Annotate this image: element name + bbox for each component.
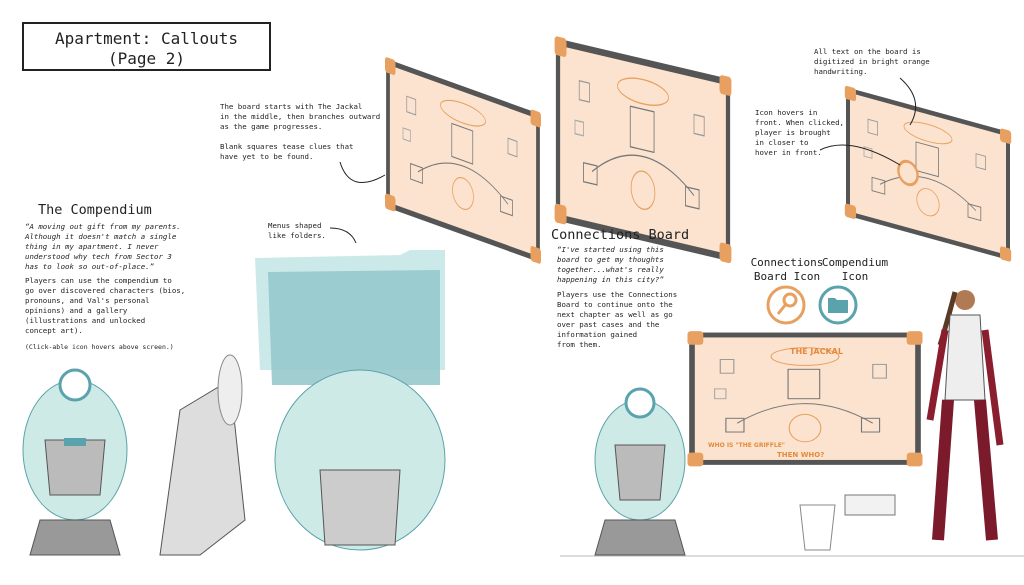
character-val <box>926 290 1004 541</box>
compendium-note: (Click-able icon hovers above screen.) <box>25 343 174 351</box>
connections-icon-label: Connections Board Icon <box>750 256 824 283</box>
connections-quote: “I've started using this board to get my… <box>557 245 664 284</box>
connections-board-icon <box>766 285 806 325</box>
menus-note: Menus shaped like folders. <box>268 221 326 240</box>
compendium-icon-label: Compendium Icon <box>821 256 889 283</box>
compendium-pedestal-front <box>22 368 128 556</box>
board-center-note: The board starts with The Jackal in the … <box>220 102 381 161</box>
board-sketch-hover <box>845 85 1011 262</box>
board-sketch-small <box>385 57 541 265</box>
folder-menu-front <box>268 270 440 385</box>
compendium-pedestal-room <box>594 387 686 556</box>
side-table <box>844 494 896 516</box>
arrow-icon <box>819 144 901 166</box>
compendium-pedestal-large <box>274 369 446 551</box>
page-subtitle: (Page 2) <box>107 49 186 68</box>
connections-description: Players use the Connections Board to con… <box>557 290 678 349</box>
board-hover-note: Icon hovers in front. When clicked, play… <box>755 108 844 157</box>
compendium-pedestal-side <box>159 354 246 556</box>
compendium-quote: “A moving out gift from my parents. Alth… <box>25 222 181 271</box>
board-text-note: All text on the board is digitized in br… <box>814 47 930 76</box>
compendium-icon <box>818 285 858 325</box>
arrow-icon <box>339 161 386 183</box>
board-label-bottom: THEN WHO? <box>777 451 824 459</box>
board-label-left: WHO IS "THE GRIFFLE" <box>708 442 785 449</box>
title-box: Apartment: Callouts (Page 2) <box>22 22 271 71</box>
compendium-heading: The Compendium <box>38 202 152 218</box>
page-title: Apartment: Callouts <box>54 29 239 48</box>
trash-can <box>799 504 836 551</box>
arrow-icon <box>329 227 357 244</box>
connections-heading: Connections Board <box>551 227 690 243</box>
board-label-center: THE JACKAL <box>790 347 843 356</box>
compendium-description: Players can use the compendium to go ove… <box>25 276 186 335</box>
arrow-icon <box>899 77 917 126</box>
